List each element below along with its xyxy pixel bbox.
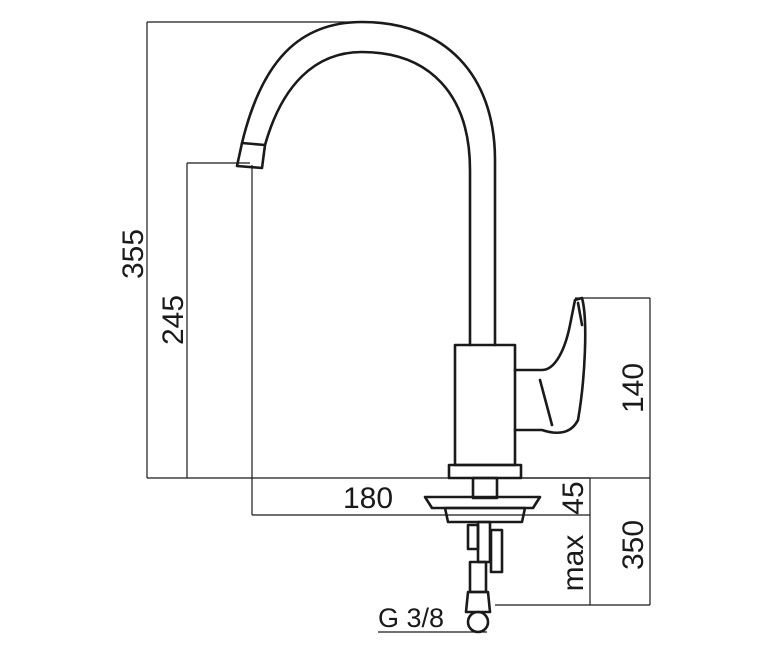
spout-outer	[240, 20, 497, 347]
label-overall-height: 355	[117, 229, 150, 279]
spout-inner	[263, 50, 472, 347]
stud	[466, 523, 480, 551]
aerator	[235, 141, 267, 170]
label-spout-reach: 180	[343, 482, 393, 515]
hose-a	[476, 520, 492, 564]
lever-joint	[538, 378, 554, 427]
hose-nut	[464, 590, 492, 614]
dimension-lines	[146, 21, 651, 633]
mounting-plate	[423, 495, 542, 510]
label-connection: G 3/8	[378, 603, 444, 633]
lever-handle	[513, 296, 587, 434]
label-hose-length: 350	[617, 520, 650, 570]
label-spout-height: 245	[157, 295, 190, 345]
base-ring	[447, 463, 523, 480]
label-deck-thickness: 45	[557, 481, 590, 514]
lever-tip	[576, 301, 584, 327]
connection-end	[466, 610, 490, 634]
label-body-height: 140	[617, 363, 650, 413]
fixing-rod	[471, 476, 499, 500]
label-max: max	[557, 535, 590, 592]
valve-body	[453, 343, 517, 467]
faucet-outline	[235, 20, 587, 634]
hose-b	[489, 528, 504, 574]
hose-fitting	[468, 560, 488, 594]
mounting-nut	[443, 506, 527, 524]
